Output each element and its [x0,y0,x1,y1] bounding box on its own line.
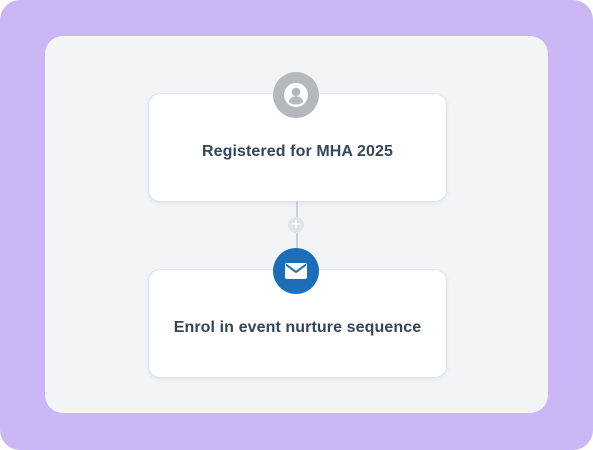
person-icon [273,72,319,118]
trigger-label: Registered for MHA 2025 [201,142,394,160]
step-connector [296,200,298,270]
add-step-button[interactable]: + [288,217,304,233]
action-label: Enrol in event nurture sequence [173,318,422,336]
envelope-icon [273,248,319,294]
